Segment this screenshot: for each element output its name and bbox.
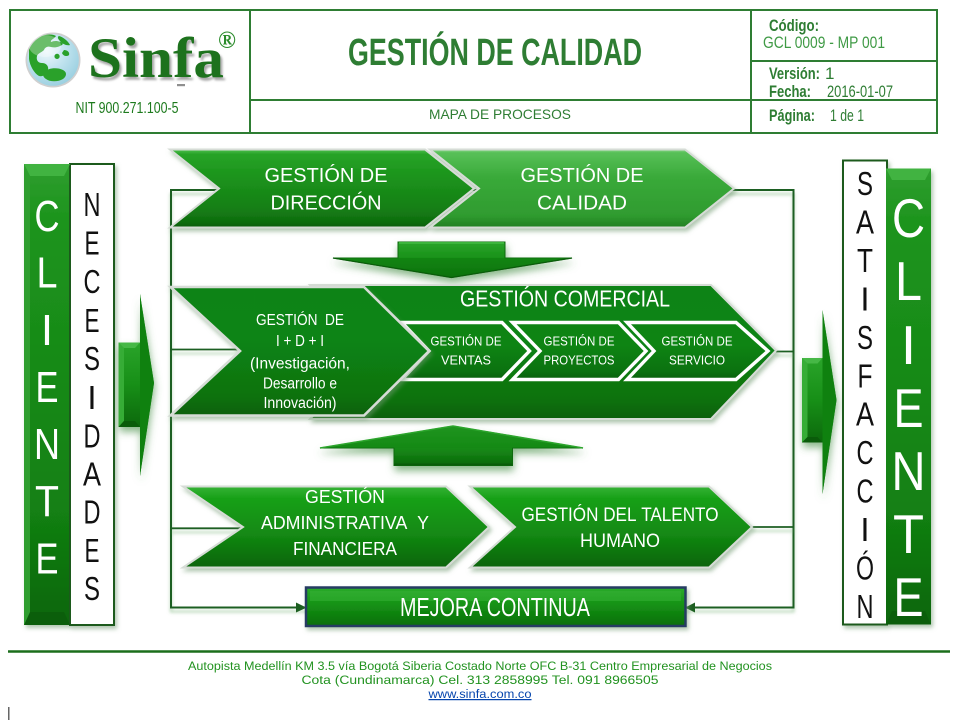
svg-text:F: F (858, 357, 873, 394)
svg-text:C: C (892, 187, 925, 249)
svg-text:Sinfa: Sinfa (88, 27, 224, 90)
svg-text:N: N (857, 588, 874, 625)
svg-text:L: L (895, 250, 922, 312)
svg-text:GESTIÓN DE: GESTIÓN DE (521, 164, 644, 187)
svg-text:Página:: Página: (769, 106, 815, 125)
svg-text:E: E (85, 225, 100, 262)
svg-text:GESTIÓN DE: GESTIÓN DE (431, 334, 502, 349)
svg-text:E: E (894, 566, 924, 628)
svg-text:L: L (37, 249, 58, 298)
svg-text:PROYECTOS: PROYECTOS (544, 354, 615, 368)
svg-text:MAPA DE PROCESOS: MAPA DE PROCESOS (429, 106, 571, 122)
svg-text:FINANCIERA: FINANCIERA (293, 539, 397, 559)
svg-text:A: A (83, 456, 101, 493)
svg-text:S: S (857, 319, 873, 356)
svg-text:GESTIÓN DE: GESTIÓN DE (265, 164, 388, 187)
svg-text:2016-01-07: 2016-01-07 (827, 82, 893, 101)
svg-text:E: E (36, 363, 59, 412)
svg-text:Versión:: Versión: (769, 64, 820, 83)
svg-text:S: S (84, 570, 100, 607)
svg-text:ADMINISTRATIVA Y: ADMINISTRATIVA Y (261, 513, 429, 533)
svg-text:E: E (894, 377, 924, 439)
svg-text:VENTAS: VENTAS (441, 354, 491, 368)
svg-text:SERVICIO: SERVICIO (669, 354, 725, 368)
svg-text:A: A (856, 204, 874, 241)
svg-text:(Investigación,: (Investigación, (250, 356, 350, 373)
svg-text:I: I (860, 280, 869, 317)
svg-text:C: C (84, 263, 101, 300)
svg-text:HUMANO: HUMANO (580, 531, 660, 552)
svg-text:I: I (87, 379, 96, 416)
svg-text:I + D + I: I + D + I (276, 333, 324, 350)
svg-text:N: N (34, 420, 60, 469)
svg-text:GESTIÓN: GESTIÓN (305, 486, 385, 507)
svg-text:GCL 0009 - MP 001: GCL 0009 - MP 001 (763, 33, 885, 52)
svg-text:NIT 900.271.100-5: NIT 900.271.100-5 (76, 100, 179, 117)
svg-text:GESTIÓN COMERCIAL: GESTIÓN COMERCIAL (460, 286, 670, 312)
svg-text:T: T (35, 477, 59, 526)
svg-text:E: E (85, 302, 100, 339)
svg-text:MEJORA CONTINUA: MEJORA CONTINUA (400, 592, 590, 622)
svg-text:Desarrollo e: Desarrollo e (263, 376, 337, 393)
svg-text:Cota (Cundinamarca) Cel. 313 2: Cota (Cundinamarca) Cel. 313 2858995 Tel… (302, 673, 659, 687)
svg-text:DIRECCIÓN: DIRECCIÓN (271, 192, 382, 215)
svg-text:®: ® (218, 28, 236, 54)
svg-text:I: I (860, 511, 869, 548)
svg-text:GESTIÓN DE CALIDAD: GESTIÓN DE CALIDAD (348, 30, 642, 74)
svg-text:Ó: Ó (856, 550, 874, 587)
svg-text:I: I (901, 314, 916, 376)
svg-text:T: T (893, 503, 924, 565)
svg-text:N: N (84, 186, 101, 223)
svg-text:1 de 1: 1 de 1 (830, 106, 864, 125)
svg-text:1: 1 (825, 64, 834, 83)
svg-text:CALIDAD: CALIDAD (537, 193, 627, 215)
svg-text:N: N (892, 440, 926, 502)
svg-text:GESTIÓN DE: GESTIÓN DE (662, 334, 733, 349)
svg-text:|: | (7, 704, 11, 720)
svg-text:S: S (84, 340, 100, 377)
svg-text:A: A (856, 396, 874, 433)
svg-text:C: C (857, 434, 874, 471)
svg-text:www.sinfa.com.co: www.sinfa.com.co (427, 687, 531, 701)
svg-text:E: E (36, 535, 59, 584)
svg-text:Código:: Código: (769, 16, 819, 35)
svg-text:D: D (84, 418, 101, 455)
svg-text:Fecha:: Fecha: (769, 82, 811, 101)
svg-text:C: C (35, 192, 60, 241)
svg-text:T: T (857, 242, 873, 279)
svg-text:GESTIÓN DEL TALENTO: GESTIÓN DEL TALENTO (522, 504, 719, 526)
svg-text:S: S (857, 165, 873, 202)
svg-text:GESTIÓN DE: GESTIÓN DE (544, 334, 615, 349)
svg-text:I: I (41, 306, 53, 355)
svg-text:E: E (85, 532, 100, 569)
svg-text:Autopista Medellín KM 3.5 vía: Autopista Medellín KM 3.5 vía Bogotá Sib… (188, 659, 772, 673)
svg-text:C: C (857, 473, 874, 510)
svg-text:D: D (84, 494, 101, 531)
svg-text:Innovación): Innovación) (264, 395, 337, 412)
svg-text:GESTIÓN DE: GESTIÓN DE (256, 312, 344, 329)
